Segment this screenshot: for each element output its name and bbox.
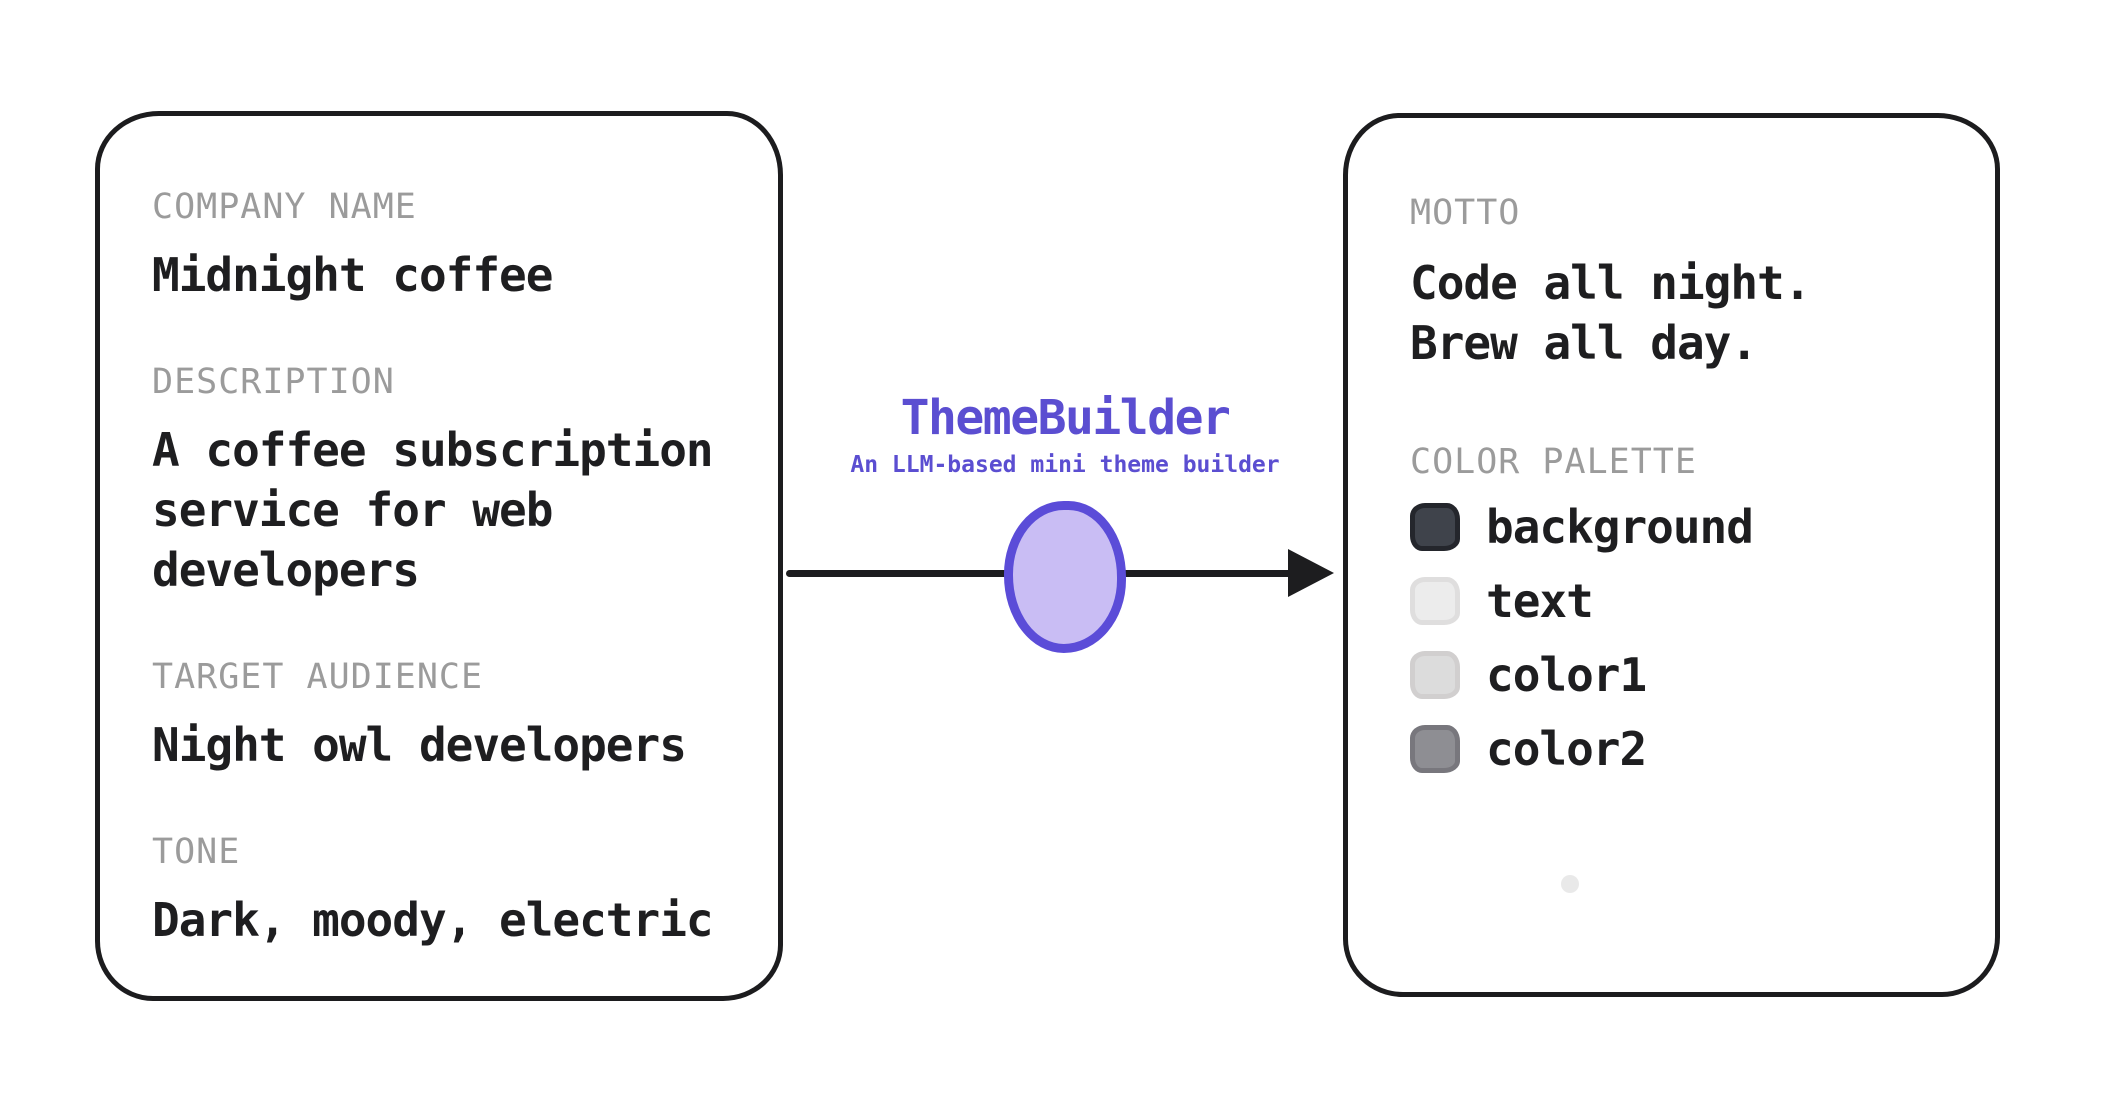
color-name: background bbox=[1486, 500, 1754, 554]
color-name: color1 bbox=[1486, 648, 1647, 702]
field-label: DESCRIPTION bbox=[152, 362, 395, 402]
palette-section: COLOR PALETTE bbox=[1410, 443, 1957, 482]
processor-title: ThemeBuilder bbox=[900, 390, 1231, 446]
palette-row-text: text bbox=[1410, 576, 1957, 626]
palette-row-background: background bbox=[1410, 502, 1957, 552]
field-description: DESCRIPTION A coffee subscription servic… bbox=[152, 363, 733, 600]
motto-label: MOTTO bbox=[1410, 193, 1521, 233]
field-target-audience: TARGET AUDIENCE Night owl developers bbox=[152, 658, 733, 775]
field-label: TARGET AUDIENCE bbox=[152, 657, 484, 697]
field-company-name: COMPANY NAME Midnight coffee bbox=[152, 188, 733, 305]
flow-arrow-head-icon bbox=[1288, 549, 1334, 597]
motto-line: Brew all day. bbox=[1410, 316, 1758, 370]
color-name: text bbox=[1486, 574, 1594, 628]
field-value: Dark, moody, electric bbox=[152, 893, 714, 947]
color-swatch bbox=[1410, 577, 1460, 625]
color-name: color2 bbox=[1486, 722, 1647, 776]
motto-section: MOTTO Code all night. Brew all day. bbox=[1410, 194, 1957, 373]
motto-line: Code all night. bbox=[1410, 256, 1811, 310]
field-value: Midnight coffee bbox=[152, 248, 553, 302]
field-label: TONE bbox=[152, 832, 241, 872]
palette-row-color1: color1 bbox=[1410, 650, 1957, 700]
company-brief-card: COMPANY NAME Midnight coffee DESCRIPTION… bbox=[95, 111, 783, 1001]
color-swatch bbox=[1410, 651, 1460, 699]
palette-row-color2: color2 bbox=[1410, 724, 1957, 774]
color-swatch bbox=[1410, 503, 1460, 551]
processor-subtitle: An LLM-based mini theme builder bbox=[850, 452, 1280, 478]
palette-label: COLOR PALETTE bbox=[1410, 442, 1697, 482]
field-value: A coffee subscription service for web de… bbox=[152, 423, 714, 597]
field-value: Night owl developers bbox=[152, 718, 687, 772]
processor-node-circle bbox=[1004, 501, 1126, 653]
theme-output-card: MOTTO Code all night. Brew all day. COLO… bbox=[1343, 113, 2000, 997]
field-label: COMPANY NAME bbox=[152, 187, 417, 227]
field-tone: TONE Dark, moody, electric bbox=[152, 833, 733, 950]
faint-dot bbox=[1561, 875, 1579, 893]
color-swatch bbox=[1410, 725, 1460, 773]
